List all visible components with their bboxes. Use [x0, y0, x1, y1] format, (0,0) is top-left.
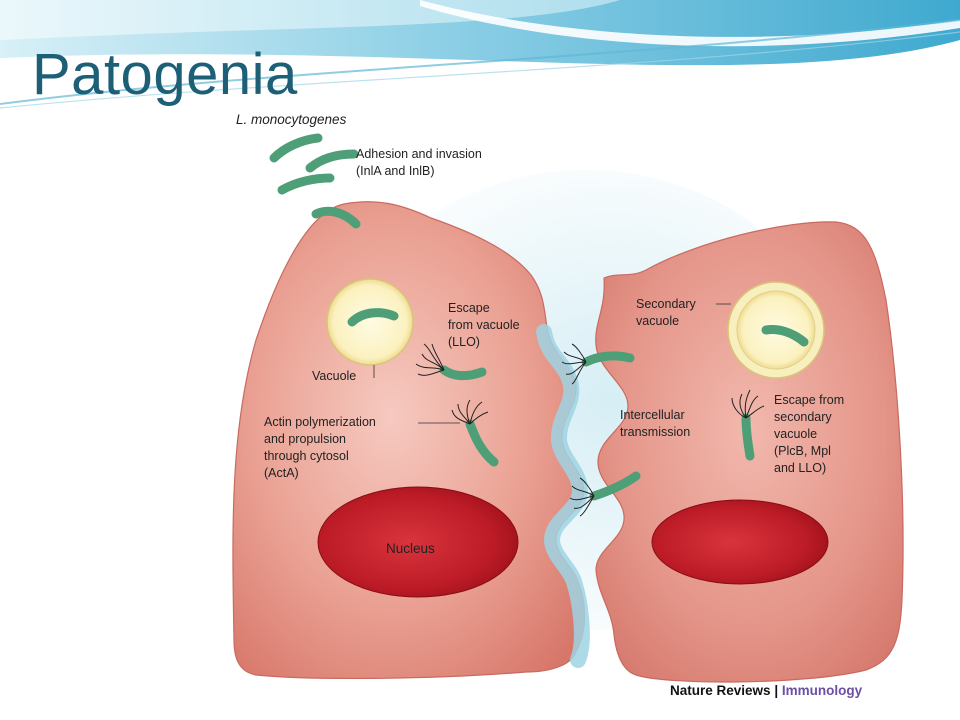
credit-separator: |: [774, 683, 779, 698]
nucleus-right: [651, 499, 829, 585]
label-escape-vacuole: Escape from vacuole (LLO): [448, 301, 523, 349]
bacterium-protrusion-2: [589, 471, 641, 501]
page-title: Patogenia: [32, 42, 298, 107]
banner-swoosh-light: [0, 0, 620, 40]
bacterium-outside-3: [277, 173, 335, 195]
label-secondary-vacuole: Secondary vacuole: [636, 297, 699, 328]
label-intercellular: Intercellular transmission: [620, 408, 690, 439]
header-banner: [0, 0, 960, 109]
label-adhesion: Adhesion and invasion (InlA and InlB): [356, 147, 485, 178]
bacterium-in-vacuole: [347, 308, 399, 327]
bacterium-entering: [311, 206, 361, 229]
bacterium-protrusion-1: [581, 351, 635, 367]
bacterium-escaping: [439, 365, 487, 381]
figure-credit: Nature Reviews | Immunology: [670, 683, 862, 698]
bacterium-secondary-vacuole: [761, 325, 809, 347]
bacterium-outside-1: [269, 133, 323, 163]
bacterium-escaped-secondary: [741, 413, 755, 461]
actin-tail-protrusion-1: [561, 343, 587, 385]
listeria-pathogenesis-diagram: L. monocytogenes Adhesion and invasion (…: [226, 100, 910, 706]
actin-tail-escape: [415, 343, 445, 376]
label-nucleus: Nucleus: [386, 541, 435, 556]
banner-line-2: [0, 31, 960, 109]
label-secondary-escape: Escape from secondary vacuole (PlcB, Mpl…: [774, 393, 848, 475]
intercellular-channel: [536, 324, 590, 668]
actin-tail-cytosol: [451, 399, 489, 425]
credit-source: Nature Reviews: [670, 683, 771, 698]
organism-label: L. monocytogenes: [236, 112, 347, 127]
actin-tail-protrusion-2: [569, 477, 595, 517]
vacuole-left: [326, 278, 414, 366]
nucleus-left: [317, 486, 519, 598]
label-actin: Actin polymerization and propulsion thro…: [264, 415, 379, 480]
label-vacuole: Vacuole: [312, 369, 356, 383]
bacterium-actin: [465, 419, 499, 467]
actin-tail-secondary: [731, 389, 765, 419]
leader-lines: [373, 303, 731, 424]
actin-tails: [415, 343, 765, 517]
bacteria-group: [269, 133, 809, 501]
banner-line: [0, 19, 960, 105]
bacterium-outside-2: [305, 149, 359, 173]
credit-journal: Immunology: [781, 683, 863, 698]
